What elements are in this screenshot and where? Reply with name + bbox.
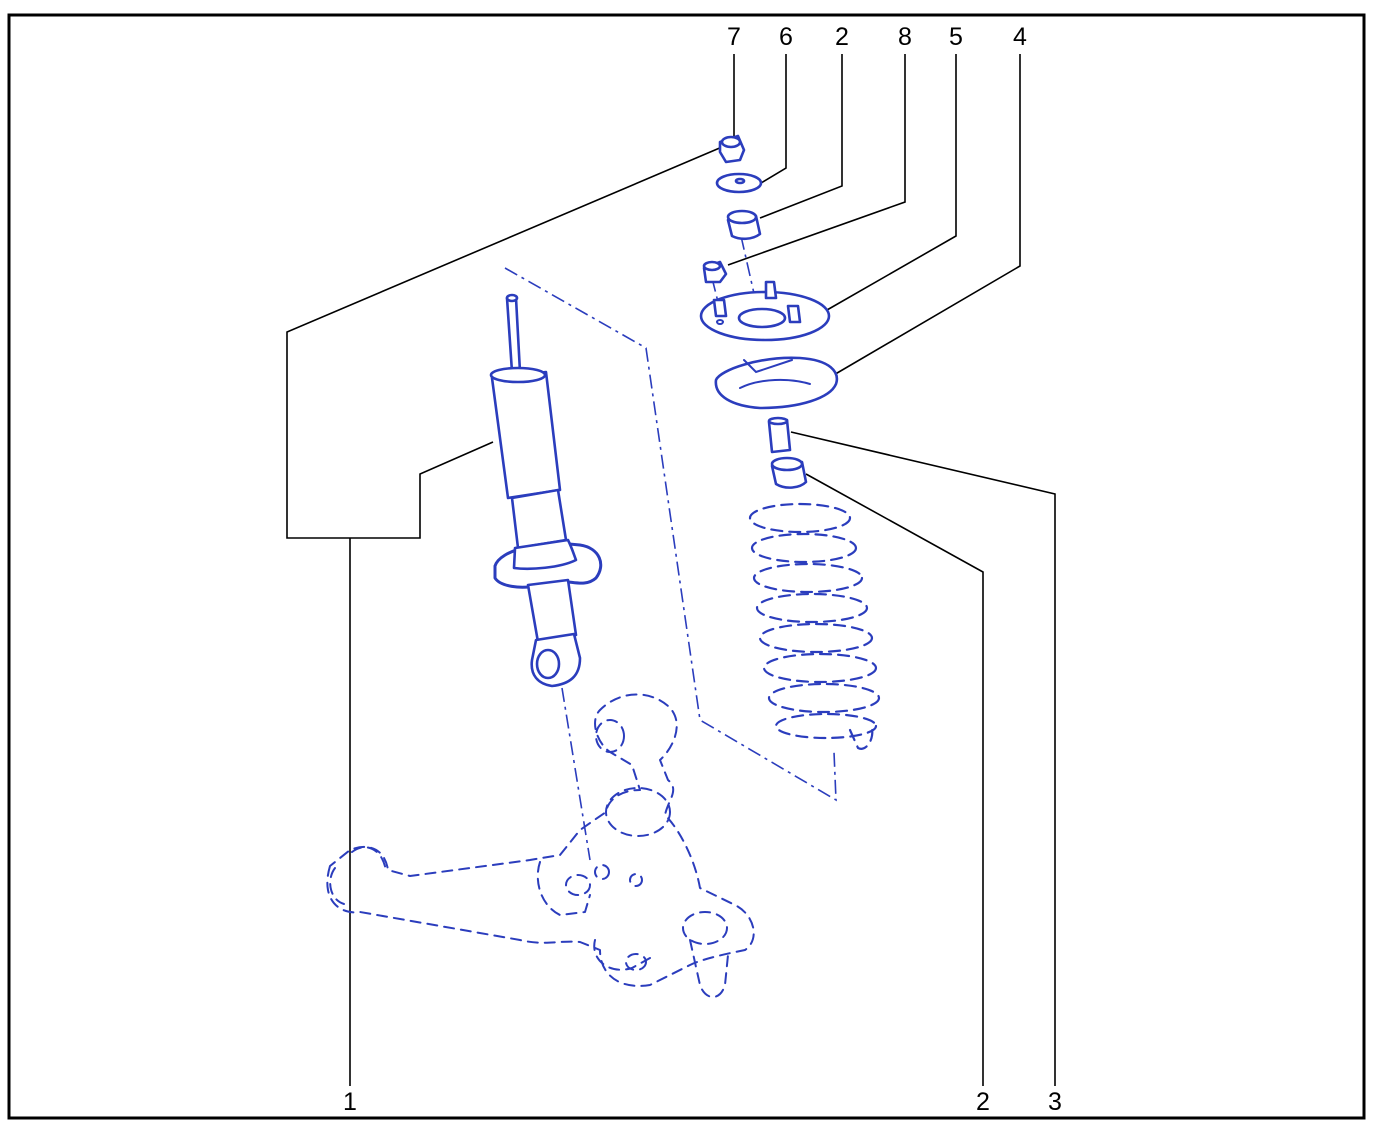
mount-nut	[702, 260, 728, 284]
callout-2-top: 2	[835, 23, 849, 51]
leader-2-top	[759, 54, 843, 219]
flange-nut	[718, 134, 746, 164]
leader-8	[727, 54, 906, 266]
guide-lower-mount	[561, 687, 591, 861]
lower-bushing	[770, 456, 808, 489]
upper-bushing	[726, 209, 762, 241]
leader-4	[831, 54, 1021, 377]
callout-1: 1	[343, 1088, 357, 1116]
leader-2-bottom	[805, 473, 984, 1086]
callout-4: 4	[1013, 23, 1027, 51]
callout-8: 8	[898, 23, 912, 51]
bump-stop	[767, 416, 792, 454]
upper-mount-plate	[699, 280, 831, 342]
leader-5	[826, 54, 957, 311]
callout-5: 5	[949, 23, 963, 51]
shock-absorber	[489, 293, 603, 688]
leader-lines	[286, 54, 1056, 1086]
callout-7: 7	[727, 23, 741, 51]
spring-seat	[714, 356, 839, 410]
lower-control-arm	[326, 693, 755, 998]
leader-1	[286, 146, 723, 539]
callout-2-bottom: 2	[976, 1088, 990, 1116]
leader-3	[790, 431, 1056, 1086]
washer	[715, 172, 763, 194]
callout-6: 6	[779, 23, 793, 51]
diagram-frame	[7, 13, 1366, 1120]
guide-rectangle	[504, 267, 837, 802]
leader-6	[755, 54, 787, 187]
callout-3: 3	[1048, 1088, 1062, 1116]
coil-spring	[748, 502, 881, 750]
